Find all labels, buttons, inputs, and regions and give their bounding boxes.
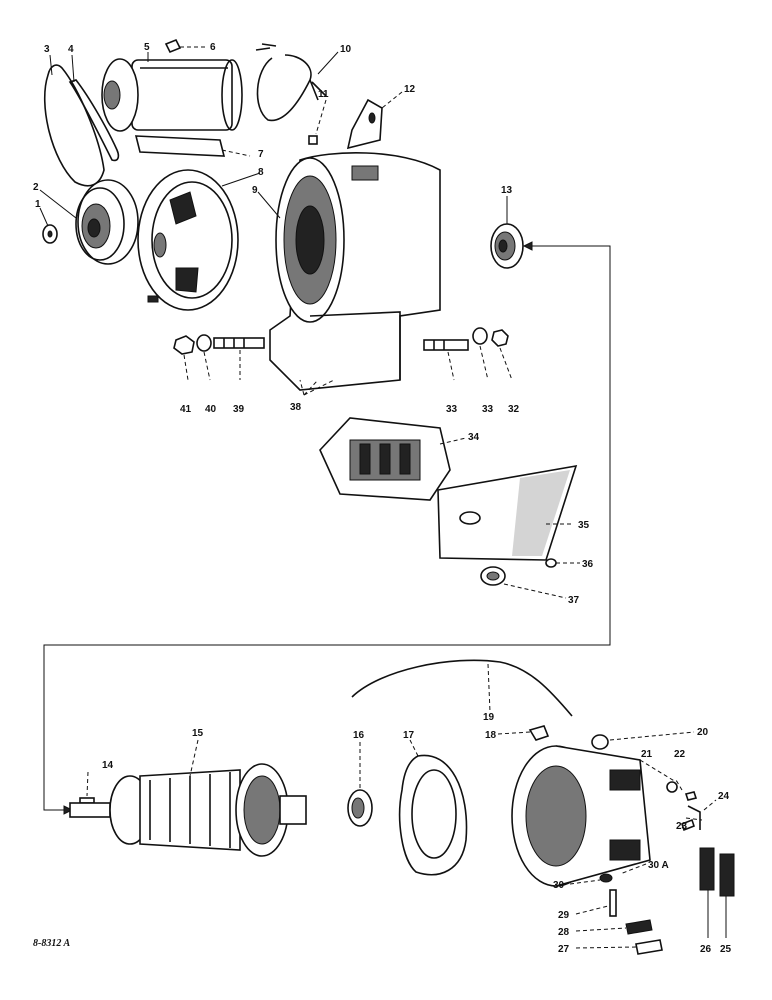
callout-20: 20 xyxy=(697,727,709,738)
callout-34: 34 xyxy=(468,432,480,443)
part-26-insulator xyxy=(699,847,715,891)
callout-32: 33 xyxy=(482,404,494,415)
part-17-retainer xyxy=(398,754,468,876)
callout-8: 8 xyxy=(258,167,264,178)
callout-36: 36 xyxy=(582,559,594,570)
part-30-terminal xyxy=(599,873,613,883)
callout-40: 40 xyxy=(205,404,217,415)
callout-38: 38 xyxy=(290,402,302,413)
callout-labels: 3 4 5 6 10 11 12 7 8 2 9 13 1 41 40 39 3… xyxy=(33,42,732,955)
leader-lines xyxy=(39,46,727,949)
part-21-end-housing xyxy=(511,745,651,887)
part-13-bearing xyxy=(490,223,524,269)
callout-23: 23 xyxy=(676,821,688,832)
part-3-belt xyxy=(44,64,105,187)
part-11-pin xyxy=(308,135,318,145)
assembly-routing-line xyxy=(43,245,611,811)
callout-39: 39 xyxy=(233,404,245,415)
callout-15: 15 xyxy=(192,728,204,739)
part-33-stud xyxy=(423,339,469,351)
callout-18: 18 xyxy=(485,730,497,741)
part-37-grommet xyxy=(480,566,506,586)
part-20-bushing xyxy=(591,734,609,750)
callout-37: 37 xyxy=(568,595,580,606)
part-2-pulley xyxy=(75,179,139,265)
part-6-clip xyxy=(164,38,182,54)
callout-21: 21 xyxy=(641,749,653,760)
part-10-wire-harness xyxy=(255,43,327,122)
callout-16: 16 xyxy=(353,730,365,741)
callout-31: 32 xyxy=(508,404,520,415)
part-15-armature xyxy=(69,763,307,857)
part-8-end-plate xyxy=(137,169,239,311)
part-36-screw xyxy=(545,558,557,568)
part-27-plate xyxy=(635,939,663,955)
part-41-nut xyxy=(173,335,195,355)
callout-35: 35 xyxy=(578,520,590,531)
part-28-plate xyxy=(625,919,653,935)
part-7-bracket xyxy=(134,135,226,157)
callout-1: 1 xyxy=(35,199,41,210)
part-34-rectifier-assembly xyxy=(319,417,451,501)
routing-arrow-up xyxy=(522,241,533,251)
callout-26: 26 xyxy=(700,944,712,955)
callout-17: 17 xyxy=(403,730,415,741)
callout-3: 3 xyxy=(44,44,50,55)
callout-22: 22 xyxy=(674,749,686,760)
callout-6: 6 xyxy=(210,42,216,53)
callout-30: 30 xyxy=(553,880,565,891)
part-24-lead xyxy=(687,805,701,830)
callout-30a: 30 A xyxy=(648,860,669,871)
part-23-brush xyxy=(681,791,698,832)
figure-id: 8-8312 A xyxy=(33,938,70,949)
callout-33-top: 33 xyxy=(446,404,458,415)
part-39-stud xyxy=(213,337,265,349)
callout-27: 27 xyxy=(558,944,570,955)
callout-4: 4 xyxy=(68,44,74,55)
callout-11: 11 xyxy=(318,89,329,100)
callout-28: 28 xyxy=(558,927,570,938)
callout-41: 41 xyxy=(180,404,192,415)
part-1-washer xyxy=(42,224,58,244)
callout-19: 19 xyxy=(483,712,495,723)
part-9-housing xyxy=(269,152,441,391)
part-35-cover-plate xyxy=(437,464,578,561)
part-32-washer xyxy=(472,327,488,345)
callout-14: 14 xyxy=(102,760,114,771)
part-12-lifting-bracket xyxy=(346,98,383,150)
part-16-bearing xyxy=(347,789,373,827)
part-31-nut xyxy=(491,329,509,347)
part-5-motor xyxy=(101,58,243,132)
callout-29: 29 xyxy=(558,910,570,921)
part-19-cable xyxy=(351,659,573,717)
callout-25: 25 xyxy=(720,944,732,955)
callout-9: 9 xyxy=(252,185,258,196)
part-22-spring xyxy=(666,781,678,793)
part-18-clip xyxy=(528,725,550,741)
routing-arrow-down xyxy=(63,805,74,815)
callout-13: 13 xyxy=(501,185,513,196)
part-40-washer xyxy=(196,334,212,352)
callout-7: 7 xyxy=(258,149,264,160)
part-29-screw xyxy=(609,889,617,917)
part-25-insulator xyxy=(719,853,735,897)
callout-12: 12 xyxy=(404,84,416,95)
callout-24: 24 xyxy=(718,791,730,802)
callout-5: 5 xyxy=(144,42,150,53)
callout-2: 2 xyxy=(33,182,39,193)
callout-10: 10 xyxy=(340,44,352,55)
part-4-belt-strip xyxy=(68,79,120,162)
